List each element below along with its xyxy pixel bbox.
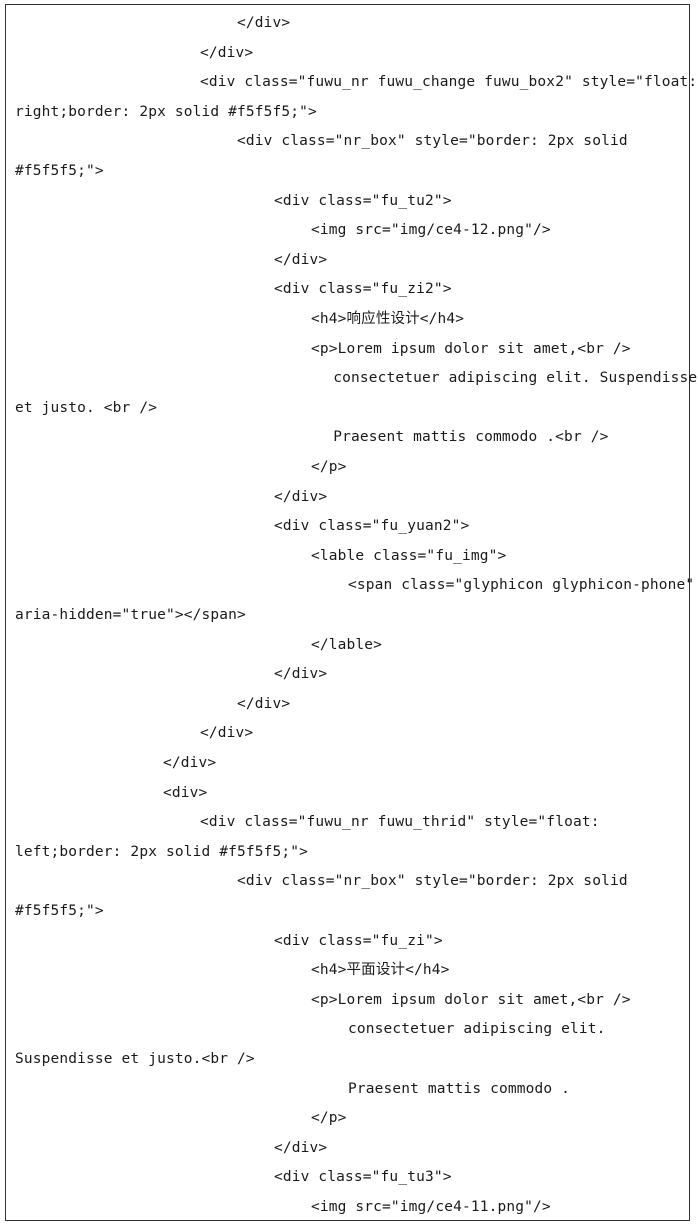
code-line: #f5f5f5;"> [15, 903, 104, 919]
code-line: <div class="fu_zi2"> [274, 281, 452, 298]
code-line: #f5f5f5;"> [15, 163, 104, 179]
code-line: <div class="fu_zi"> [274, 932, 443, 949]
code-line: Praesent mattis commodo .<br /> [333, 429, 609, 446]
code-line: <div class="fuwu_nr fuwu_thrid" style="f… [200, 814, 600, 831]
code-line: consectetuer adipiscing elit. [348, 1021, 606, 1038]
code-line: right;border: 2px solid #f5f5f5;"> [15, 103, 317, 120]
code-line: et justo. <br /> [15, 399, 158, 416]
code-line: <div class="fu_yuan2"> [274, 518, 470, 535]
code-line: Suspendisse et justo.<br /> [15, 1051, 255, 1067]
code-line: </div> [274, 1139, 328, 1156]
code-line: </div> [274, 666, 328, 683]
code-line: </lable> [311, 636, 383, 653]
code-line: <div class="nr_box" style="border: 2px s… [237, 133, 628, 150]
code-line: <h4>平面设计</h4> [311, 962, 450, 979]
code-line: </div> [237, 695, 291, 712]
code-line: <div class="fu_tu2"> [274, 192, 452, 209]
code-line: </div> [163, 755, 217, 771]
code-listing-frame: </div> </div> <div class="fuwu_nr fuwu_cha… [5, 4, 697, 1221]
code-line: </div> [200, 44, 254, 61]
code-line: consectetuer adipiscing elit. Suspendiss… [333, 370, 698, 387]
code-line: </div> [237, 15, 291, 31]
code-line: <p>Lorem ipsum dolor sit amet,<br /> [311, 991, 631, 1008]
code-line: <h4>响应性设计</h4> [311, 311, 465, 327]
code-line: </div> [200, 725, 254, 742]
code-line: <div class="fuwu_nr fuwu_change fuwu_box… [200, 74, 698, 91]
code-line: </div> [274, 251, 328, 268]
code-line: aria-hidden="true"></span> [15, 607, 246, 623]
code-line: <img src="img/ce4-12.png"/> [311, 222, 551, 239]
code-line: </p> [311, 1110, 347, 1127]
code-line: <img src="img/ce4-11.png"/> [311, 1199, 551, 1215]
code-line: left;border: 2px solid #f5f5f5;"> [15, 843, 309, 860]
code-line: <div class="nr_box" style="border: 2px s… [237, 873, 628, 890]
code-line: Praesent mattis commodo . [348, 1080, 570, 1097]
code-line: </div> [274, 488, 328, 505]
code-line: <div> [163, 784, 208, 801]
code-line: <p>Lorem ipsum dolor sit amet,<br /> [311, 340, 631, 357]
code-line: <span class="glyphicon glyphicon-phone" [348, 577, 695, 594]
code-line: </p> [311, 459, 347, 475]
code-line: <lable class="fu_img"> [311, 547, 507, 564]
code-line: <div class="fu_tu3"> [274, 1169, 452, 1186]
